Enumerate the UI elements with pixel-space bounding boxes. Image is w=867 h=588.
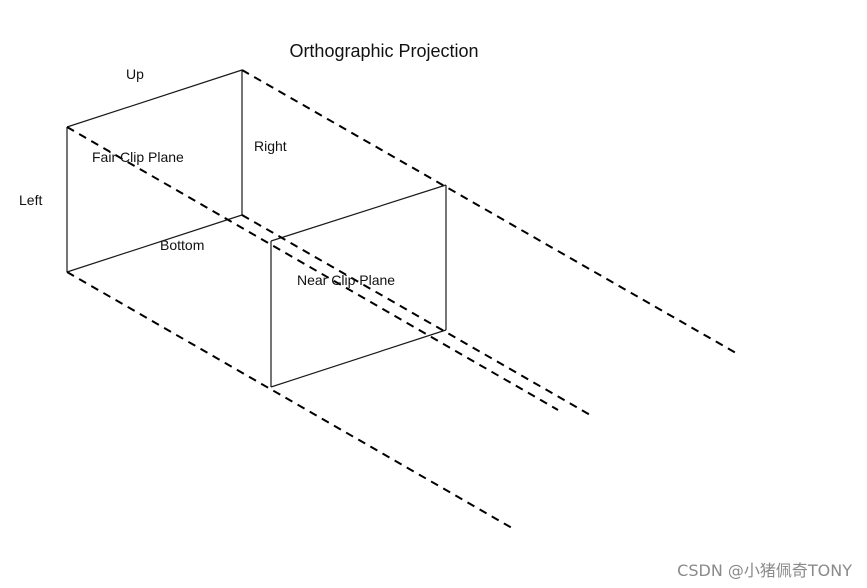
projection-line-top-right [241, 69, 737, 354]
label-right: Right [254, 138, 287, 154]
near-plane-bottom-edge [270, 329, 447, 388]
label-near-clip-plane: Near Clip Plane [297, 272, 395, 288]
diagram-title: Orthographic Projection [289, 41, 478, 61]
label-bottom: Bottom [160, 237, 204, 253]
label-up: Up [126, 66, 144, 82]
projection-line-bottom-right [241, 214, 593, 417]
projection-line-top-left [66, 126, 559, 411]
far-clip-plane-frame [66, 69, 243, 273]
projection-lines [66, 69, 737, 529]
near-clip-plane-frame [270, 184, 447, 388]
far-plane-bottom-edge [66, 214, 243, 273]
far-plane-top-edge [66, 69, 243, 128]
label-left: Left [19, 192, 42, 208]
projection-line-bottom-left [66, 271, 513, 529]
label-far-clip-plane: Fair Clip Plane [92, 149, 184, 165]
watermark-text: CSDN @小猪佩奇TONY [677, 561, 852, 580]
near-plane-top-edge [270, 184, 447, 242]
